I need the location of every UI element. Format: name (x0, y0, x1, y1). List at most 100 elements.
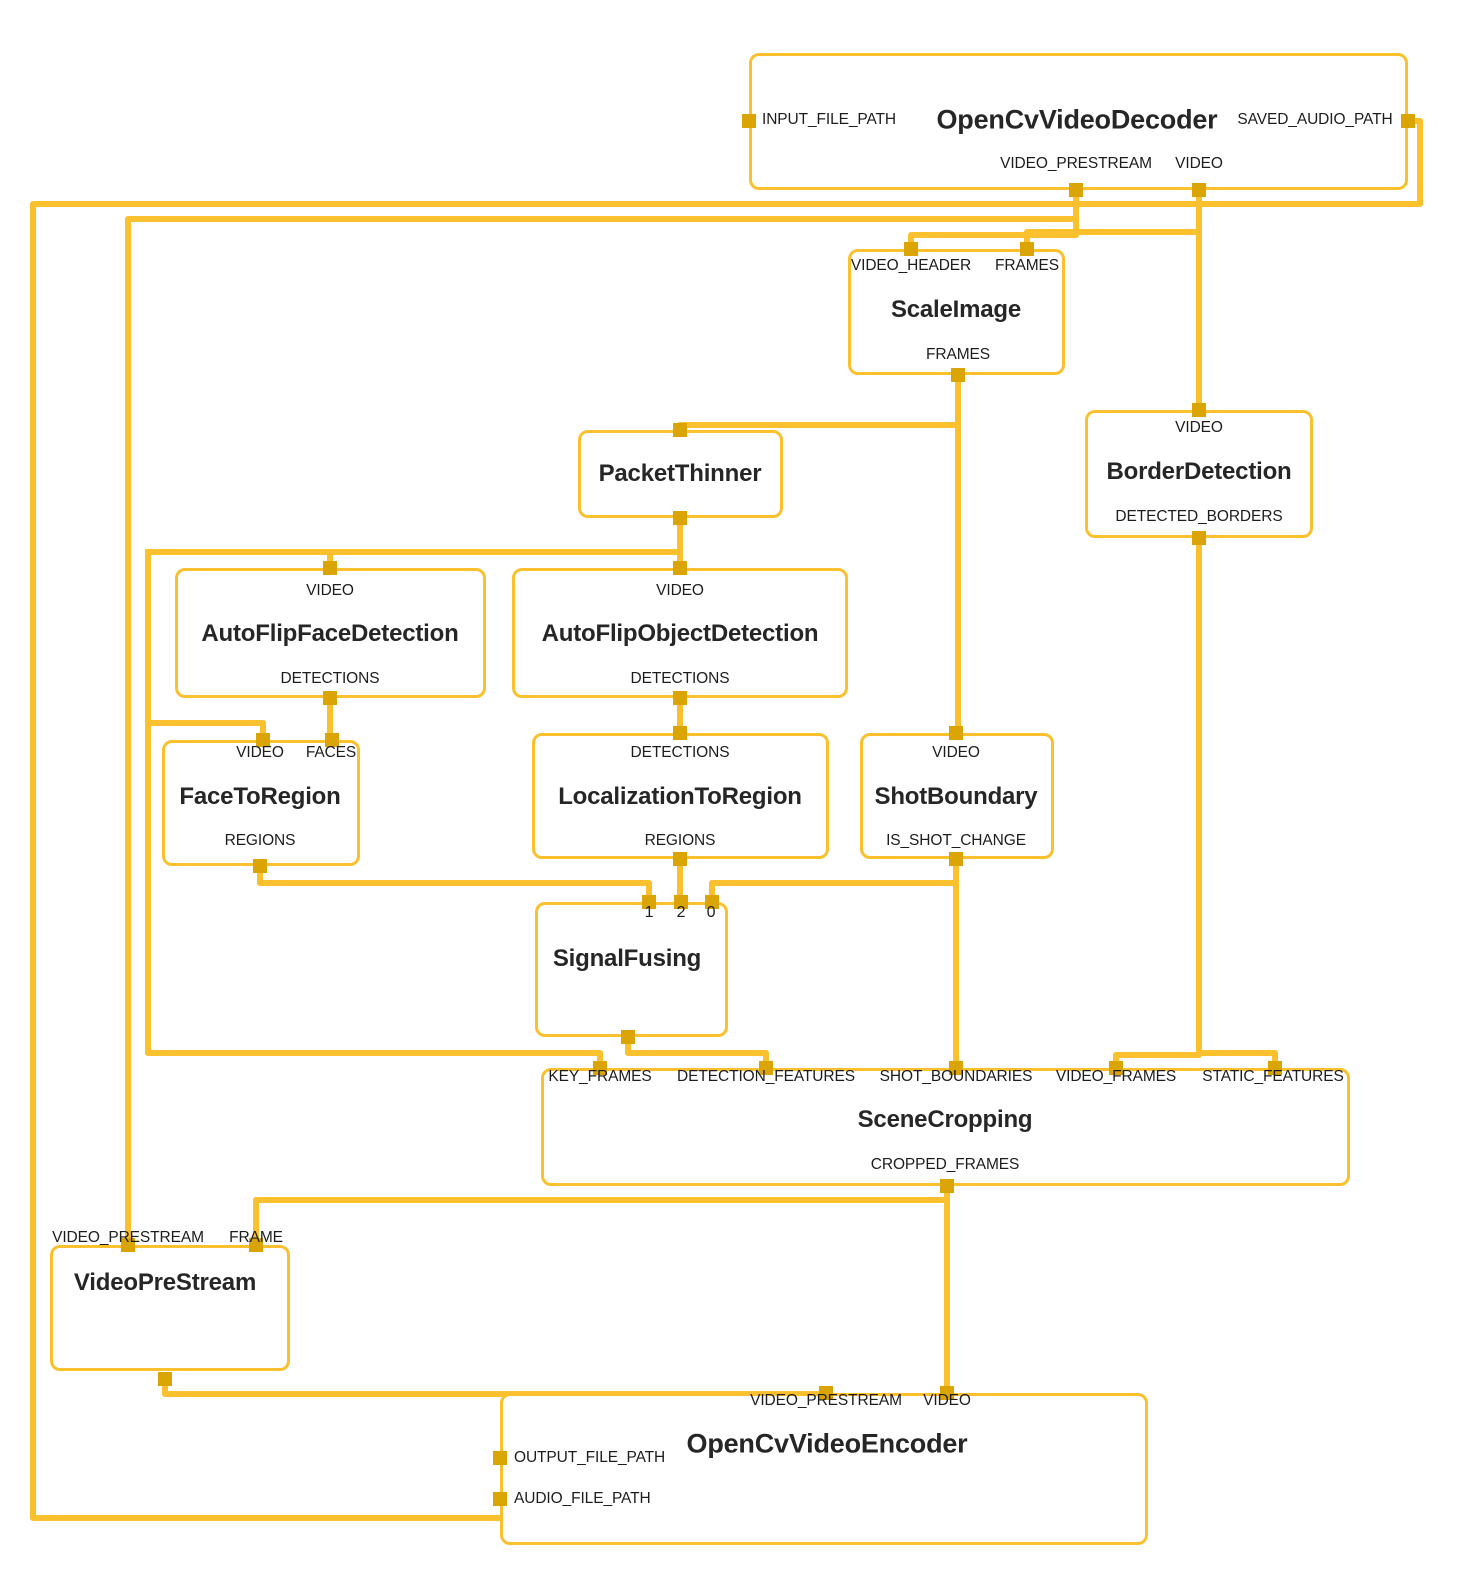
edge (253, 1197, 950, 1248)
node-scaleimage[interactable] (848, 249, 1065, 375)
port-autoflipobjectdetection-video[interactable] (673, 561, 687, 575)
port-label-opencvvideoencoder-video: VIDEO (923, 1392, 971, 1409)
port-label-scenecropping-key-frames: KEY_FRAMES (548, 1068, 652, 1085)
port-label-opencvvideodecoder-input-file-path: INPUT_FILE_PATH (762, 111, 897, 128)
port-scaleimage-video-header[interactable] (904, 242, 918, 256)
port-opencvvideoencoder-video-prestream[interactable] (819, 1386, 833, 1400)
edge (677, 372, 961, 433)
node-title-facetoregion: FaceToRegion (179, 783, 341, 810)
node-title-videoprestream: VideoPreStream (73, 1269, 257, 1296)
port-facetoregion-regions[interactable] (253, 859, 267, 873)
port-scaleimage-frames[interactable] (951, 368, 965, 382)
port-label-signalfusing-1: 1 (644, 904, 654, 921)
edge (625, 1034, 769, 1071)
edge (145, 549, 603, 1071)
port-label-borderdetection-video: VIDEO (1175, 419, 1223, 436)
port-facetoregion-faces[interactable] (325, 733, 339, 747)
port-label-facetoregion-faces: FACES (305, 744, 357, 761)
port-signalfusing-1[interactable] (642, 895, 656, 909)
port-shotboundary-video[interactable] (949, 726, 963, 740)
port-label-scenecropping-detection-features: DETECTION_FEATURES (677, 1068, 855, 1085)
port-opencvvideoencoder-video[interactable] (940, 1386, 954, 1400)
port-autoflipobjectdetection-detections[interactable] (673, 691, 687, 705)
port-scenecropping-key-frames[interactable] (593, 1061, 607, 1075)
port-signalfusing[interactable] (621, 1030, 635, 1044)
node-title-shotboundary: ShotBoundary (874, 783, 1038, 810)
port-facetoregion-video[interactable] (256, 733, 270, 747)
port-packetthinner[interactable] (673, 511, 687, 525)
node-title-scenecropping: SceneCropping (857, 1106, 1033, 1133)
node-title-autoflipfacedetection: AutoFlipFaceDetection (201, 620, 459, 647)
node-title-opencvvideoencoder: OpenCvVideoEncoder (686, 1428, 968, 1459)
port-scenecropping-cropped-frames[interactable] (940, 1179, 954, 1193)
port-label-facetoregion-video: VIDEO (236, 744, 284, 761)
port-videoprestream-frame[interactable] (249, 1238, 263, 1252)
port-label-scenecropping-static-features: STATIC_FEATURES (1202, 1068, 1344, 1085)
port-opencvvideoencoder-audio-file-path[interactable] (493, 1492, 507, 1506)
port-packetthinner[interactable] (673, 423, 687, 437)
node-title-scaleimage: ScaleImage (890, 296, 1022, 323)
port-borderdetection-detected-borders[interactable] (1192, 531, 1206, 545)
port-autoflipfacedetection-detections[interactable] (323, 691, 337, 705)
node-videoprestream[interactable] (50, 1245, 290, 1371)
port-opencvvideoencoder-output-file-path[interactable] (493, 1451, 507, 1465)
port-label-opencvvideoencoder-output-file-path: OUTPUT_FILE_PATH (514, 1449, 666, 1466)
port-scenecropping-detection-features[interactable] (759, 1061, 773, 1075)
node-opencvvideoencoder[interactable] (500, 1393, 1148, 1545)
node-title-opencvvideodecoder: OpenCvVideoDecoder (936, 104, 1218, 135)
node-title-borderdetection: BorderDetection (1106, 458, 1292, 485)
port-label-autoflipfacedetection-detections: DETECTIONS (280, 670, 380, 687)
port-videoprestream[interactable] (158, 1372, 172, 1386)
port-signalfusing-0[interactable] (705, 895, 719, 909)
port-scenecropping-shot-boundaries[interactable] (949, 1061, 963, 1075)
port-label-borderdetection-detected-borders: DETECTED_BORDERS (1115, 508, 1283, 525)
port-label-localizationtoregion-regions: REGIONS (644, 832, 716, 849)
port-label-opencvvideoencoder-audio-file-path: AUDIO_FILE_PATH (514, 1490, 651, 1507)
edge (162, 1376, 829, 1397)
node-title-autoflipobjectdetection: AutoFlipObjectDetection (541, 620, 819, 647)
port-shotboundary-is-shot-change[interactable] (949, 852, 963, 866)
port-scaleimage-frames[interactable] (1020, 242, 1034, 256)
port-label-scenecropping-cropped-frames: CROPPED_FRAMES (870, 1156, 1020, 1173)
port-label-localizationtoregion-detections: DETECTIONS (630, 744, 730, 761)
port-label-opencvvideodecoder-saved-audio-path: SAVED_AUDIO_PATH (1237, 111, 1393, 128)
edge (1196, 535, 1278, 1071)
edge (30, 118, 1423, 1521)
port-label-videoprestream-frame: FRAME (229, 1229, 283, 1246)
node-signalfusing[interactable] (535, 902, 728, 1037)
port-scenecropping-static-features[interactable] (1268, 1061, 1282, 1075)
port-label-opencvvideoencoder-video-prestream: VIDEO_PRESTREAM (750, 1392, 902, 1409)
port-localizationtoregion-regions[interactable] (673, 852, 687, 866)
port-label-facetoregion-regions: REGIONS (224, 832, 296, 849)
port-label-shotboundary-video: VIDEO (932, 744, 980, 761)
port-signalfusing-2[interactable] (674, 895, 688, 909)
port-label-signalfusing-2: 2 (676, 904, 686, 921)
edge (257, 863, 652, 905)
port-label-opencvvideodecoder-video-prestream: VIDEO_PRESTREAM (1000, 155, 1152, 172)
port-label-scenecropping-shot-boundaries: SHOT_BOUNDARIES (879, 1068, 1033, 1085)
edge (709, 856, 959, 905)
port-label-autoflipobjectdetection-detections: DETECTIONS (630, 670, 730, 687)
port-opencvvideodecoder-video[interactable] (1192, 183, 1206, 197)
port-label-autoflipobjectdetection-video: VIDEO (656, 582, 704, 599)
port-autoflipfacedetection-video[interactable] (323, 561, 337, 575)
port-label-opencvvideodecoder-video: VIDEO (1175, 155, 1223, 172)
port-borderdetection-video[interactable] (1192, 403, 1206, 417)
port-videoprestream-video-prestream[interactable] (121, 1238, 135, 1252)
node-title-packetthinner: PacketThinner (598, 460, 762, 487)
port-label-scaleimage-frames: FRAMES (995, 257, 1059, 274)
port-label-scenecropping-video-frames: VIDEO_FRAMES (1055, 1068, 1177, 1085)
port-label-signalfusing-0: 0 (706, 904, 716, 921)
node-title-localizationtoregion: LocalizationToRegion (558, 783, 802, 810)
port-scenecropping-video-frames[interactable] (1109, 1061, 1123, 1075)
port-label-videoprestream-video-prestream: VIDEO_PRESTREAM (52, 1229, 204, 1246)
port-localizationtoregion-detections[interactable] (673, 726, 687, 740)
port-opencvvideodecoder-saved-audio-path[interactable] (1401, 114, 1415, 128)
node-facetoregion[interactable] (162, 740, 360, 866)
node-opencvvideodecoder[interactable] (749, 53, 1408, 190)
port-opencvvideodecoder-video-prestream[interactable] (1069, 183, 1083, 197)
port-label-shotboundary-is-shot-change: IS_SHOT_CHANGE (886, 832, 1026, 849)
port-label-autoflipfacedetection-video: VIDEO (306, 582, 354, 599)
port-opencvvideodecoder-input-file-path[interactable] (742, 114, 756, 128)
